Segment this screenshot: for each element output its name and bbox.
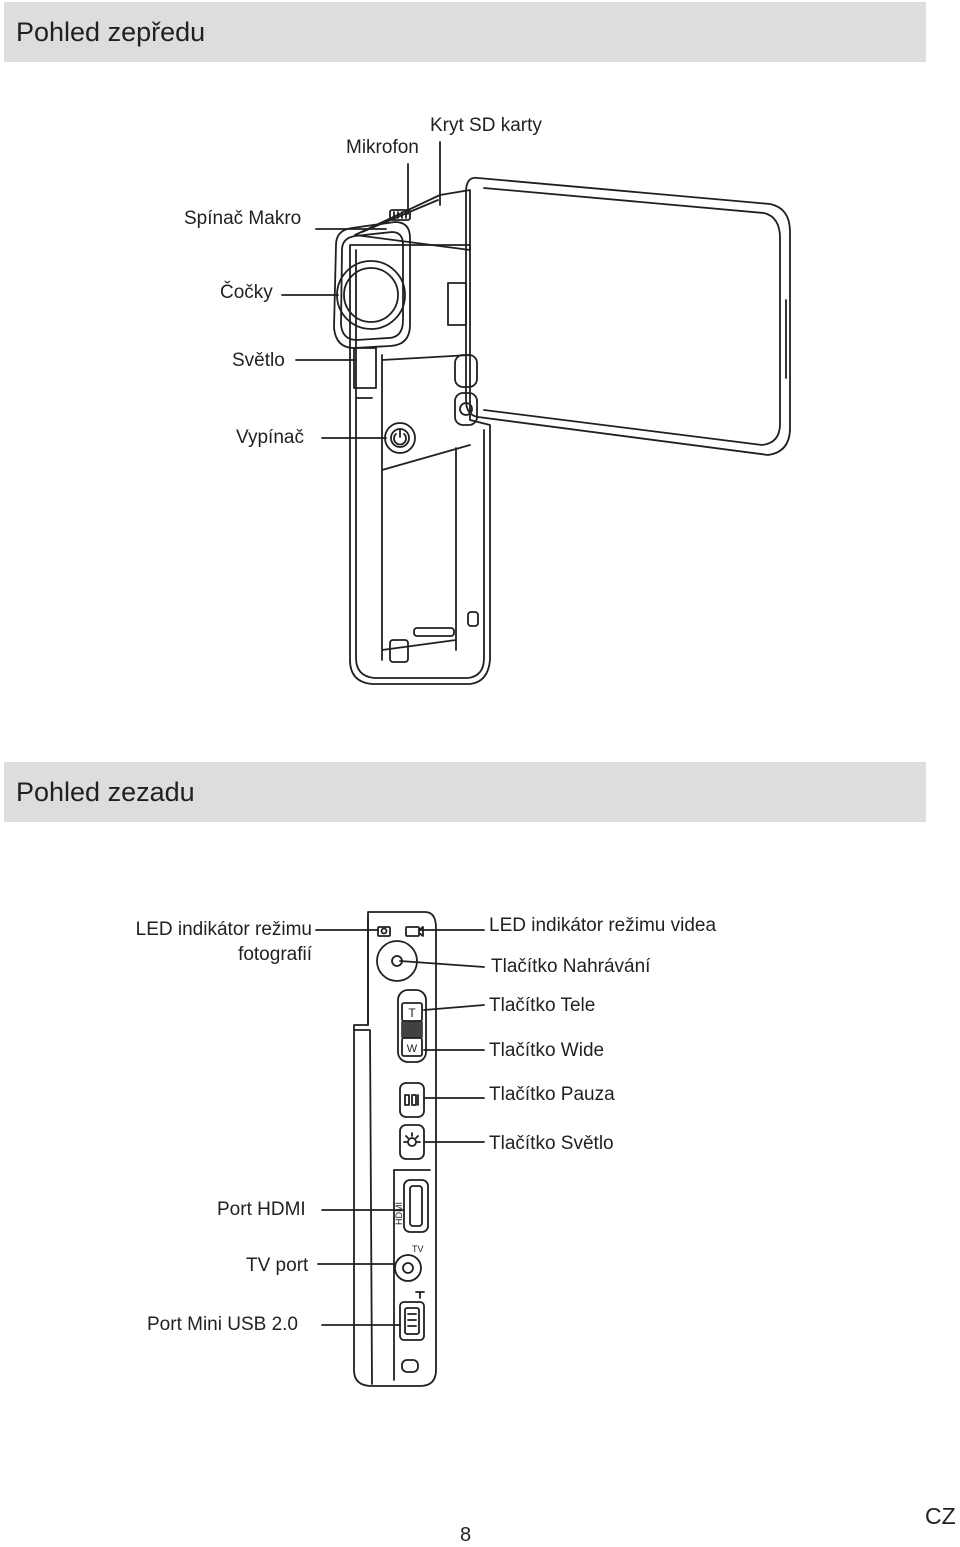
label-tv-port: TV port — [246, 1255, 309, 1276]
tv-mark: TV — [412, 1244, 424, 1254]
camcorder-side-view: T W HDMI TV — [315, 911, 485, 1387]
label-photo-led-1: LED indikátor režimu — [135, 919, 312, 940]
label-photo-led-2: fotografií — [238, 944, 312, 965]
page-number: 8 — [460, 1524, 472, 1546]
zoom-rocker-icon — [397, 989, 427, 1063]
strap-hole-icon — [401, 1359, 419, 1373]
hdmi-port-icon — [403, 1179, 429, 1233]
photo-led-icon — [377, 926, 391, 937]
usb-port-icon — [399, 1291, 425, 1341]
label-hdmi-port: Port HDMI — [217, 1199, 306, 1220]
label-tele-button: Tlačítko Tele — [489, 995, 596, 1016]
language-code: CZ — [925, 1503, 956, 1529]
label-record-button: Tlačítko Nahrávání — [491, 956, 651, 977]
video-led-icon — [405, 926, 424, 937]
label-lens: Čočky — [220, 282, 273, 303]
label-macro-switch: Spínač Makro — [184, 208, 302, 229]
pause-button-icon — [399, 1082, 425, 1118]
light-button-icon — [399, 1124, 425, 1160]
wide-mark: W — [407, 1043, 418, 1055]
label-sd-cover: Kryt SD karty — [430, 115, 542, 136]
hdmi-mark: HDMI — [394, 1202, 404, 1225]
label-microphone: Mikrofon — [346, 137, 419, 158]
power-button-icon — [384, 422, 416, 454]
light-icon — [353, 347, 377, 389]
microphone-grille-icon — [389, 209, 411, 221]
label-pause-button: Tlačítko Pauza — [489, 1084, 615, 1105]
label-usb-port: Port Mini USB 2.0 — [147, 1314, 298, 1335]
label-light-button: Tlačítko Světlo — [489, 1133, 614, 1154]
label-light: Světlo — [232, 350, 285, 371]
tele-mark: T — [408, 1006, 416, 1020]
label-wide-button: Tlačítko Wide — [489, 1040, 605, 1061]
tv-port-icon — [394, 1254, 422, 1282]
lcd-screen — [465, 176, 791, 456]
back-callout-lines — [315, 929, 485, 1326]
camcorder-front-view — [281, 141, 791, 685]
back-view-heading: Pohled zezadu — [4, 762, 926, 822]
front-view-heading: Pohled zepředu — [4, 2, 926, 62]
label-power: Vypínač — [236, 427, 304, 448]
label-video-led: LED indikátor režimu videa — [489, 915, 717, 936]
front-callout-lines — [281, 141, 441, 439]
